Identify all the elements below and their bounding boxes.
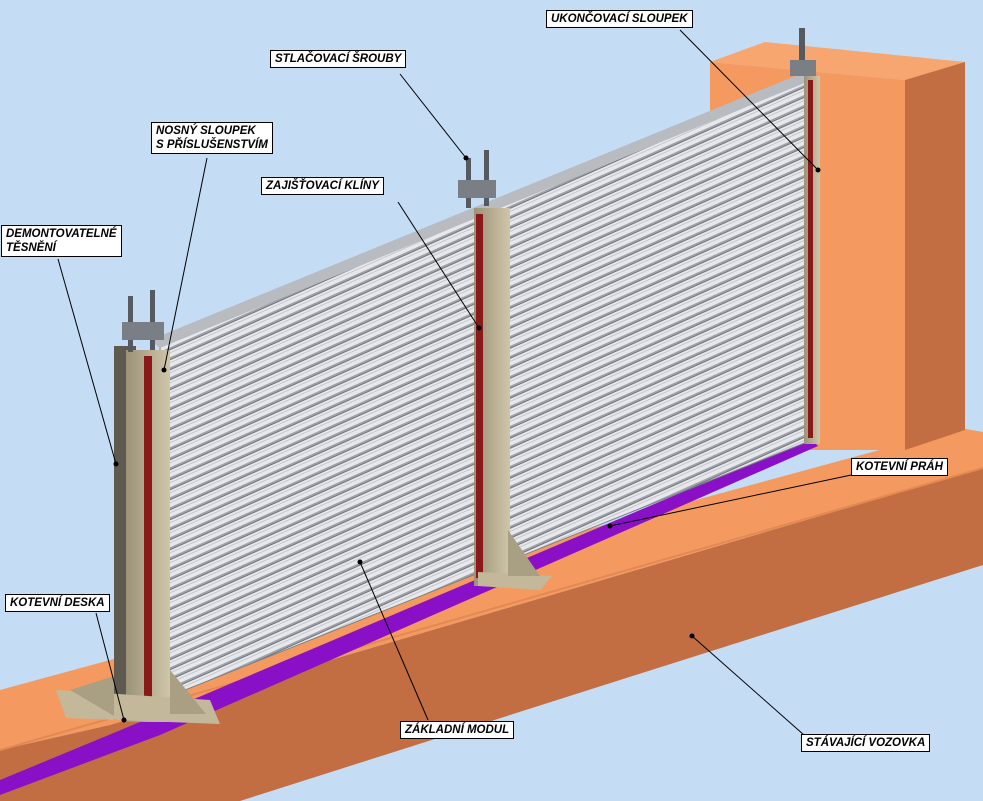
- callout-existing-road: STÁVAJÍCÍ VOZOVKA: [801, 734, 931, 752]
- callout-base-module: ZÁKLADNÍ MODUL: [400, 721, 515, 739]
- label-bearing-post-line-1: NOSNÝ SLOUPEK: [156, 125, 256, 137]
- leader-dot-end-post: [815, 167, 821, 173]
- label-removable-seal-line-1: DEMONTOVATELNÉ: [6, 228, 117, 240]
- bearing-post: [56, 290, 220, 724]
- leader-existing-road: [691, 635, 805, 736]
- middle-post-bracket: [458, 180, 496, 198]
- leader-dot-anchor-sill: [607, 523, 613, 529]
- leader-dots: [113, 155, 821, 723]
- middle-post-screw-2: [484, 150, 489, 206]
- leader-dot-base-module: [357, 559, 363, 565]
- leader-dot-securing-wedges: [476, 325, 482, 331]
- leader-securing-wedges: [397, 201, 480, 329]
- leader-dot-removable-seal: [113, 461, 119, 467]
- end-post-screw: [799, 28, 805, 74]
- bearing-post-rib-right: [170, 670, 206, 714]
- end-post-bracket: [790, 60, 816, 76]
- label-securing-wedges: ZAJIŠŤOVACÍ KLÍNY: [266, 180, 379, 192]
- callout-end-post: UKONČOVACÍ SLOUPEK: [546, 10, 693, 28]
- leader-removable-seal: [57, 258, 117, 465]
- label-bearing-post-line-2: S PŘÍSLUŠENSTVÍM: [156, 139, 268, 151]
- label-compression-screws: STLAČOVACÍ ŠROUBY: [275, 53, 402, 65]
- leader-bearing-post: [163, 157, 208, 371]
- callout-bearing-post: NOSNÝ SLOUPEK S PŘÍSLUŠENSTVÍM: [151, 122, 273, 154]
- road-side-face: [0, 468, 983, 801]
- middle-post-seal: [476, 214, 483, 578]
- bearing-post-rib-left: [70, 676, 114, 716]
- middle-post: [458, 150, 552, 590]
- callout-anchor-sill: KOTEVNÍ PRÁH: [851, 458, 948, 476]
- middle-post-rib: [508, 530, 540, 576]
- leader-end-post: [679, 29, 819, 171]
- bearing-post-bracket: [122, 322, 164, 340]
- abutment-top: [710, 42, 965, 80]
- bearing-post-seal: [144, 356, 152, 718]
- leader-base-module: [359, 561, 429, 721]
- leader-anchor-sill: [609, 473, 857, 527]
- callout-securing-wedges: ZAJIŠŤOVACÍ KLÍNY: [261, 177, 384, 195]
- leader-compression-screws: [399, 73, 467, 159]
- leader-anchor-plate: [95, 612, 125, 721]
- leader-dot-anchor-plate: [121, 717, 127, 723]
- callout-removable-seal: DEMONTOVATELNÉ TĚSNĚNÍ: [1, 225, 122, 257]
- middle-post-base-plate: [478, 572, 552, 590]
- label-anchor-plate: KOTEVNÍ DESKA: [10, 597, 105, 609]
- leader-dot-bearing-post: [161, 367, 167, 373]
- leader-lines: [57, 29, 857, 736]
- leader-dot-compression-screws: [463, 155, 469, 161]
- label-anchor-sill: KOTEVNÍ PRÁH: [856, 461, 943, 473]
- label-removable-seal-line-2: TĚSNĚNÍ: [6, 242, 56, 254]
- leader-dot-existing-road: [689, 633, 695, 639]
- callout-anchor-plate: KOTEVNÍ DESKA: [5, 594, 110, 612]
- callout-compression-screws: STLAČOVACÍ ŠROUBY: [270, 50, 407, 68]
- bearing-post-screw-2: [150, 290, 155, 350]
- label-end-post: UKONČOVACÍ SLOUPEK: [551, 13, 688, 25]
- end-post-seal: [808, 80, 813, 438]
- label-existing-road: STÁVAJÍCÍ VOZOVKA: [806, 737, 926, 749]
- abutment-side: [905, 62, 965, 450]
- label-base-module: ZÁKLADNÍ MODUL: [405, 724, 510, 736]
